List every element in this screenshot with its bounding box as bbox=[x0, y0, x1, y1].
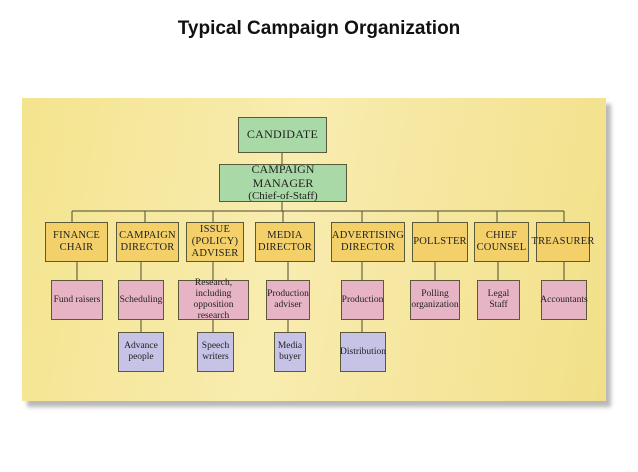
staff-label-2: Scheduling bbox=[119, 294, 163, 305]
campaign-manager-label: CAMPAIGN MANAGER bbox=[251, 161, 315, 190]
dept-box-2: CAMPAIGN DIRECTOR bbox=[116, 222, 179, 262]
sub-staff-label-2: Advance people bbox=[124, 341, 158, 362]
dept-label-5: ADVERTISING DIRECTOR bbox=[331, 229, 405, 253]
dept-label-4: MEDIA DIRECTOR bbox=[258, 229, 312, 253]
dept-box-7: CHIEF COUNSEL bbox=[474, 222, 529, 262]
dept-box-5: ADVERTISING DIRECTOR bbox=[331, 222, 405, 262]
candidate-box: CANDIDATE bbox=[238, 117, 327, 153]
dept-label-1: FINANCE CHAIR bbox=[53, 229, 100, 253]
dept-label-2: CAMPAIGN DIRECTOR bbox=[119, 229, 176, 253]
staff-box-8: Accountants bbox=[540, 280, 588, 320]
sub-staff-box-2: Advance people bbox=[118, 332, 164, 372]
sub-staff-box-3: Speech writers bbox=[197, 332, 234, 372]
dept-label-8: TREASURER bbox=[531, 235, 595, 247]
staff-box-7: Legal Staff bbox=[477, 280, 520, 320]
staff-box-4: Production adviser bbox=[266, 280, 310, 320]
sub-staff-label-3: Speech writers bbox=[201, 341, 230, 362]
dept-label-6: POLLSTER bbox=[413, 235, 467, 247]
dept-label-3: ISSUE (POLICY) ADVISER bbox=[191, 223, 239, 260]
campaign-manager-box: CAMPAIGN MANAGER (Chief-of-Staff) bbox=[219, 161, 347, 203]
sub-staff-box-5: Distribution bbox=[340, 332, 386, 372]
staff-label-4: Production adviser bbox=[267, 289, 309, 310]
staff-label-5: Production bbox=[341, 294, 384, 305]
staff-box-1: Fund raisers bbox=[51, 280, 103, 320]
staff-label-8: Accountants bbox=[540, 294, 588, 305]
sub-staff-label-4: Media buyer bbox=[277, 341, 303, 362]
staff-label-7: Legal Staff bbox=[487, 289, 510, 310]
dept-label-7: CHIEF COUNSEL bbox=[476, 229, 527, 253]
sub-staff-label-5: Distribution bbox=[340, 346, 386, 357]
chart-title: Typical Campaign Organization bbox=[177, 18, 461, 39]
dept-box-6: POLLSTER bbox=[412, 222, 468, 262]
campaign-manager-sublabel: (Chief-of-Staff) bbox=[248, 190, 318, 203]
dept-box-3: ISSUE (POLICY) ADVISER bbox=[186, 222, 244, 262]
staff-box-6: Polling organization bbox=[410, 280, 460, 320]
staff-box-2: Scheduling bbox=[118, 280, 164, 320]
dept-box-8: TREASURER bbox=[531, 222, 594, 262]
candidate-label: CANDIDATE bbox=[246, 127, 319, 142]
staff-box-5: Production bbox=[341, 280, 384, 320]
staff-label-1: Fund raisers bbox=[53, 294, 101, 305]
staff-label-6: Polling organization bbox=[411, 289, 459, 310]
staff-label-3: Research, including opposition research bbox=[193, 278, 234, 321]
staff-box-3: Research, including opposition research bbox=[178, 278, 249, 321]
dept-box-1: FINANCE CHAIR bbox=[45, 222, 108, 262]
dept-box-4: MEDIA DIRECTOR bbox=[255, 222, 315, 262]
sub-staff-box-4: Media buyer bbox=[274, 332, 306, 372]
